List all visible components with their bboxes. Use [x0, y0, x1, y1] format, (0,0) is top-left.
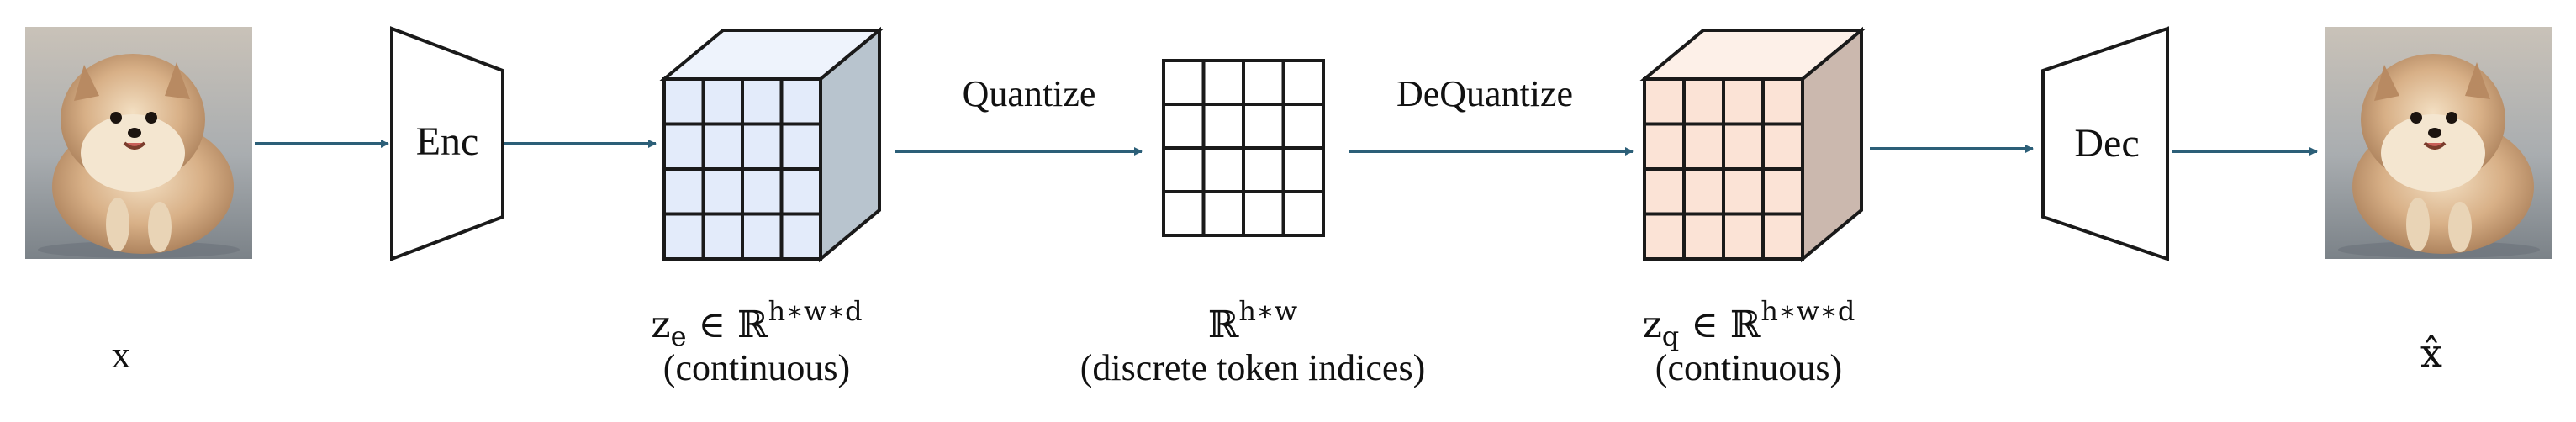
latent-quantized-formula: zq ∈ ℝh∗w∗d — [1597, 296, 1900, 352]
input-label-text: x — [111, 333, 131, 376]
decoder-block — [2041, 26, 2169, 261]
input-label: x — [87, 333, 155, 377]
quantize-label: Quantize — [963, 73, 1096, 114]
latent-quantized-label: zq ∈ ℝh∗w∗d (continuous) — [1597, 296, 1900, 389]
latent-continuous-superscript: h∗w∗d — [768, 295, 863, 327]
latent-continuous-description: (continuous) — [662, 346, 851, 388]
token-indices-symbol: ℝ — [1207, 303, 1239, 346]
decoder-label: Dec — [2074, 121, 2139, 166]
output-label-text: x̂ — [2420, 330, 2442, 376]
latent-cube-continuous — [659, 26, 884, 263]
output-label: x̂ — [2398, 331, 2465, 376]
latent-continuous-symbol: z — [651, 303, 671, 346]
latent-continuous-formula: ze ∈ ℝh∗w∗d — [605, 296, 908, 352]
latent-cube-quantized — [1639, 26, 1866, 263]
input-dog-image — [24, 25, 254, 261]
latent-quantized-relation: ∈ ℝ — [1679, 303, 1761, 346]
latent-quantized-subscript: q — [1661, 320, 1680, 352]
dequantize-label: DeQuantize — [1396, 73, 1573, 114]
token-indices-superscript: h∗w — [1238, 295, 1298, 327]
discrete-token-grid — [1162, 59, 1325, 237]
latent-continuous-relation: ∈ ℝ — [686, 303, 768, 346]
latent-quantized-symbol: z — [1642, 303, 1662, 346]
token-indices-description: (discrete token indices) — [1079, 346, 1426, 388]
latent-continuous-subscript: e — [670, 320, 687, 352]
encoder-label: Enc — [416, 119, 479, 164]
latent-continuous-label: ze ∈ ℝh∗w∗d (continuous) — [605, 296, 908, 389]
encoder-block — [390, 26, 504, 261]
token-indices-formula: ℝh∗w — [1034, 296, 1471, 347]
latent-quantized-description: (continuous) — [1655, 346, 1843, 388]
latent-quantized-superscript: h∗w∗d — [1760, 295, 1855, 327]
token-indices-label: ℝh∗w (discrete token indices) — [1034, 296, 1471, 389]
output-dog-image — [2324, 25, 2554, 261]
